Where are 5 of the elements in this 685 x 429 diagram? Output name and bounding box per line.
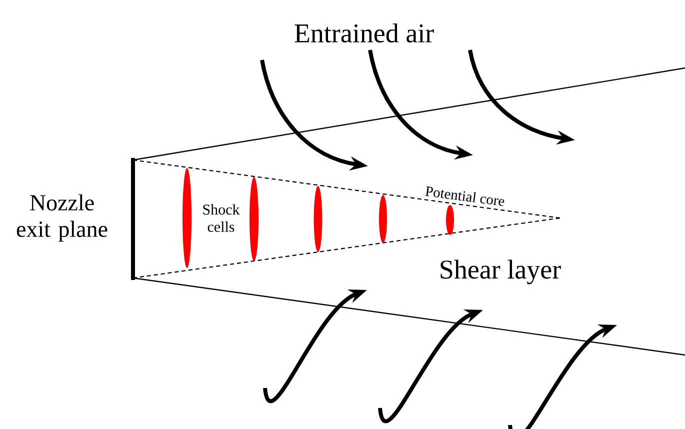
annotation-label: Potential core [425, 186, 504, 206]
annotation-label: Nozzle exit plane [16, 194, 108, 242]
annotation-label: Shear layer [440, 260, 561, 284]
annotation-label: Shock cells [203, 204, 240, 232]
annotation-label: Entrained air [294, 24, 434, 42]
